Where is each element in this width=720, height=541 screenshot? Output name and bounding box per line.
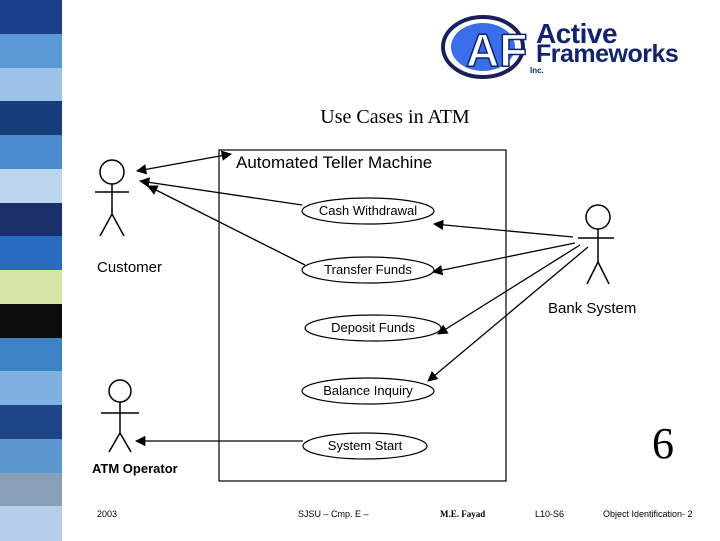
decorative-side-stripe <box>0 0 62 541</box>
use-case-cash-withdrawal[interactable] <box>301 197 435 225</box>
footer-year: 2003 <box>97 509 118 519</box>
use-case-label-transfer-funds[interactable]: Transfer Funds <box>324 262 412 277</box>
stripe-block <box>0 506 62 541</box>
logo-suffix: Inc. <box>530 66 544 75</box>
stripe-block <box>0 101 62 136</box>
use-case-system-start[interactable] <box>302 432 428 460</box>
stripe-block <box>0 236 62 271</box>
stripe-block <box>0 405 62 440</box>
footer-topic: Object Identification- 2 <box>603 509 693 519</box>
stripe-block <box>0 371 62 406</box>
system-name: Automated Teller Machine <box>236 153 433 172</box>
page-number: 6 <box>652 419 674 468</box>
stripe-block <box>0 438 62 473</box>
stripe-block <box>0 472 62 507</box>
stripe-block <box>0 270 62 305</box>
assoc-deposit-funds-bank <box>437 244 581 335</box>
use-case-label-balance-inquiry[interactable]: Balance Inquiry <box>323 383 413 398</box>
use-case-label-deposit-funds[interactable]: Deposit Funds <box>331 320 415 335</box>
use-case-label-cash-withdrawal[interactable]: Cash Withdrawal <box>318 203 418 218</box>
assoc-customer-cash-withdrawal <box>138 177 303 206</box>
actor-label-atm-operator: ATM Operator <box>92 461 178 476</box>
actor-customer-figure <box>95 159 129 237</box>
use-case-balance-inquiry[interactable] <box>301 377 435 405</box>
use-case-label-system-start[interactable]: System Start <box>327 438 403 453</box>
assoc-transfer-funds-bank <box>431 242 576 276</box>
assoc-cash-withdrawal-bank <box>432 219 574 238</box>
logo-monogram: AF <box>466 24 527 76</box>
stripe-block <box>0 0 62 35</box>
actor-atm-operator-figure <box>101 379 139 453</box>
stripe-block <box>0 303 62 338</box>
company-logo: AF <box>441 15 528 79</box>
actor-bank-system-figure <box>578 204 614 285</box>
logo-word-active: Active <box>536 18 618 49</box>
assoc-customer-system <box>135 150 233 175</box>
stripe-block <box>0 135 62 170</box>
stripe-block <box>0 337 62 372</box>
slide-title: Use Cases in ATM <box>320 106 470 128</box>
actor-label-bank-system: Bank System <box>548 300 637 317</box>
actor-label-customer: Customer <box>97 259 163 276</box>
stripe-block <box>0 33 62 68</box>
logo-word-frameworks: Frameworks <box>536 40 679 68</box>
assoc-customer-transfer-funds <box>147 185 306 266</box>
stripe-block <box>0 168 62 203</box>
stripe-block <box>0 202 62 237</box>
footer-course: SJSU – Cmp. E – <box>298 509 369 519</box>
footer-lecture: L10-S6 <box>535 509 565 519</box>
assoc-balance-inquiry-bank <box>427 246 589 382</box>
footer-author: M.E. Fayad <box>440 509 486 519</box>
stripe-block <box>0 67 62 102</box>
